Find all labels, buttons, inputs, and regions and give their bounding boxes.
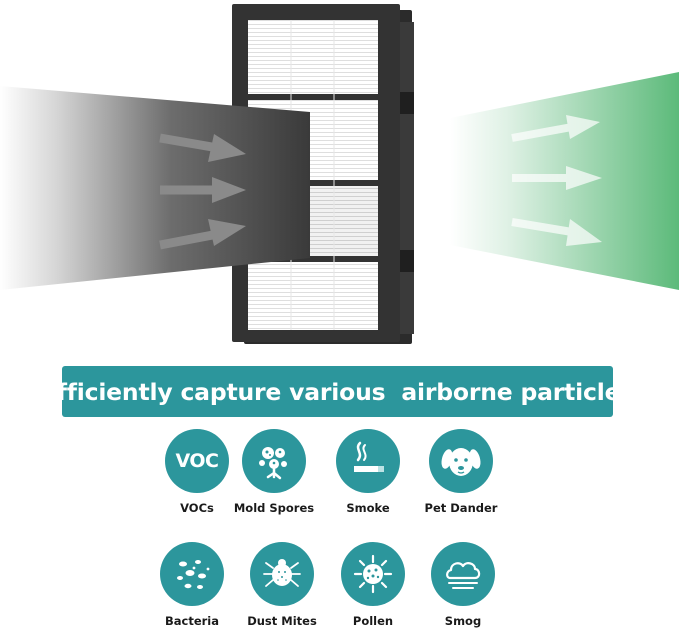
cigarette-smoke-icon bbox=[336, 429, 400, 493]
voc-text-icon: VOC bbox=[165, 429, 229, 493]
particle-pollen: Pollen bbox=[303, 542, 443, 628]
particle-label: Smoke bbox=[346, 501, 390, 515]
particle-label: Pollen bbox=[352, 614, 394, 628]
smog-cloud-icon bbox=[431, 542, 495, 606]
particle-label: VOCs bbox=[180, 501, 214, 515]
particle-bacteria: Bacteria bbox=[122, 542, 262, 628]
particle-label: Dust Mites bbox=[247, 614, 317, 628]
particle-label: Smog bbox=[444, 614, 482, 628]
dust-mite-icon bbox=[250, 542, 314, 606]
headline-text: Efficiently capture various airborne par… bbox=[40, 377, 635, 406]
particle-pet-dander: Pet Dander bbox=[391, 429, 531, 515]
dirty-air-beam bbox=[0, 86, 310, 290]
particle-vocs: VOC VOCs bbox=[127, 429, 267, 515]
particle-label: Mold Spores bbox=[233, 501, 315, 515]
inflow-arrows bbox=[159, 133, 246, 250]
voc-icon-text: VOC bbox=[175, 450, 219, 472]
particle-smoke: Smoke bbox=[298, 429, 438, 515]
particle-label: Pet Dander bbox=[424, 501, 498, 515]
hero-illustration bbox=[0, 4, 679, 344]
particle-label: Bacteria bbox=[164, 614, 219, 628]
bacteria-icon bbox=[160, 542, 224, 606]
mold-spores-icon bbox=[242, 429, 306, 493]
particle-dust-mites: Dust Mites bbox=[212, 542, 352, 628]
headline-banner: Efficiently capture various airborne par… bbox=[41, 366, 634, 417]
outflow-arrows bbox=[511, 115, 602, 246]
dog-face-icon bbox=[429, 429, 493, 493]
particle-mold-spores: Mold Spores bbox=[204, 429, 344, 515]
particle-smog: Smog bbox=[393, 542, 533, 628]
pollen-icon bbox=[341, 542, 405, 606]
